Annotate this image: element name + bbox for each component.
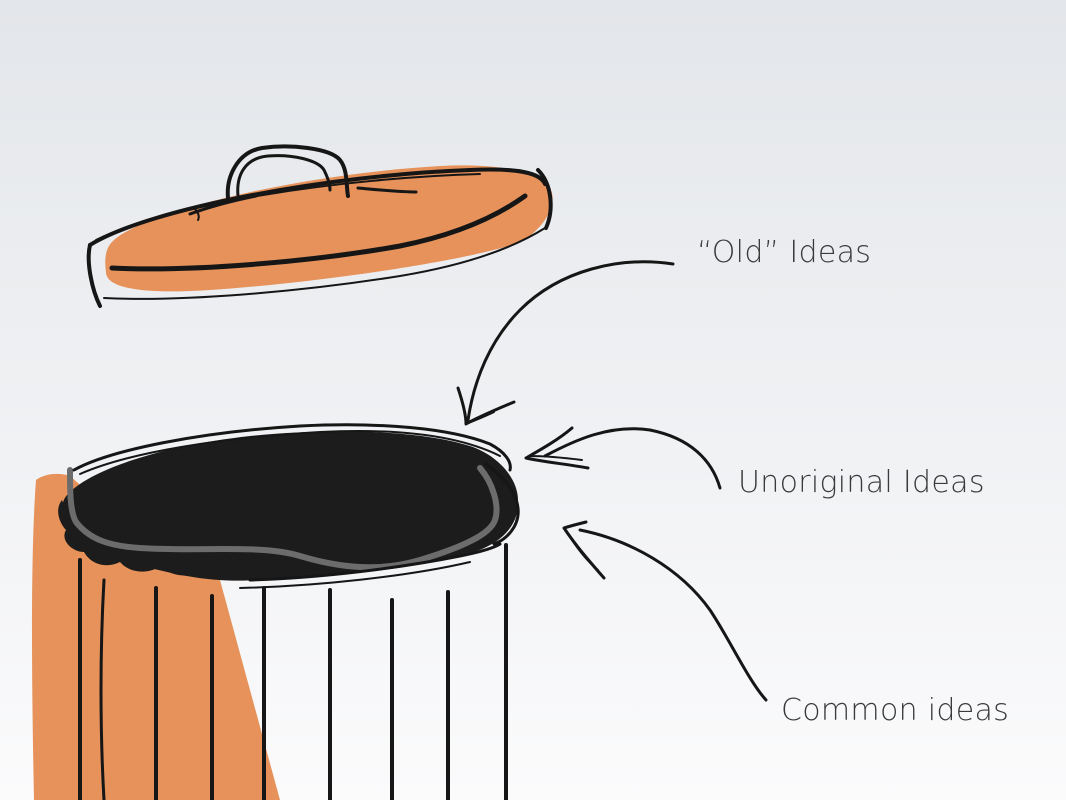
hand-drawn-arrow-icon: [456, 260, 675, 426]
bag-band: [67, 465, 500, 571]
label-old-ideas: “Old” Ideas: [697, 235, 872, 270]
hand-drawn-arrow-icon: [562, 520, 768, 702]
trash-can-body-icon: [32, 423, 520, 800]
label-common-ideas: Common ideas: [781, 693, 1010, 728]
label-unoriginal-ideas: Unoriginal Ideas: [738, 465, 985, 500]
hand-drawn-arrow-icon: [524, 426, 722, 490]
trash-can-lid-icon: [86, 144, 553, 308]
lid-orange-fill: [105, 165, 553, 292]
